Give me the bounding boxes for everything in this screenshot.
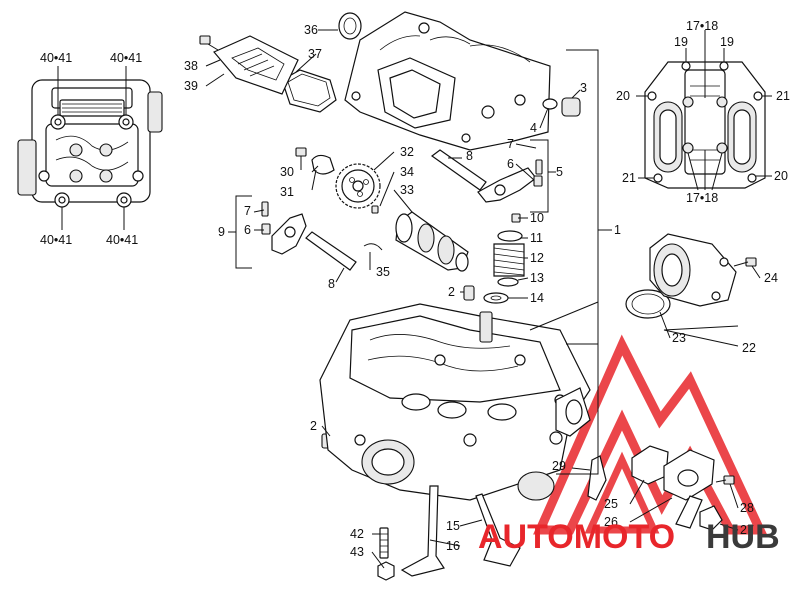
- rocker-shaft-8a: [430, 149, 487, 191]
- screw-7a: [535, 159, 543, 175]
- callout-12: 12: [530, 251, 544, 265]
- callout-40-41: 40•41: [106, 233, 138, 247]
- callout-38: 38: [184, 59, 198, 73]
- callout-10: 10: [530, 211, 544, 225]
- valve-cover: [338, 11, 581, 151]
- callout-36: 36: [304, 23, 318, 37]
- callout-11: 11: [530, 231, 543, 245]
- callout-19: 19: [674, 35, 688, 49]
- callout-1: 1: [614, 223, 621, 237]
- lock-washer-31: [311, 154, 335, 175]
- cover-plate-assembly: [199, 35, 337, 113]
- circlip-35: [363, 243, 383, 251]
- oring-4: [542, 98, 558, 110]
- callout-43: 43: [350, 545, 364, 559]
- bolt-38: [199, 35, 219, 51]
- bolt-30: [295, 147, 307, 170]
- valve-15: [475, 493, 521, 567]
- callout-39: 39: [184, 79, 198, 93]
- callout-5: 5: [556, 165, 563, 179]
- callout-29: 29: [552, 459, 566, 473]
- nut-43: [377, 561, 395, 581]
- callout-23: 23: [672, 331, 686, 345]
- callout-8: 8: [466, 149, 473, 163]
- callout-40-41: 40•41: [40, 233, 72, 247]
- callout-34: 34: [400, 165, 414, 179]
- pin-34: [371, 205, 379, 214]
- callout-27: 27: [740, 523, 754, 537]
- callout-2: 2: [448, 285, 455, 299]
- callout-24: 24: [764, 271, 778, 285]
- watermark-logo: [533, 334, 768, 535]
- valve-cover-underside-inset: [636, 30, 772, 191]
- callout-17-18: 17•18: [686, 19, 718, 33]
- callout-15: 15: [446, 519, 460, 533]
- callout-21: 21: [622, 171, 636, 185]
- callout-37: 37: [308, 47, 322, 61]
- watermark-part2: HUB: [706, 518, 780, 556]
- dowel-2a: [463, 285, 475, 301]
- callout-19: 19: [720, 35, 734, 49]
- callout-25: 25: [604, 497, 618, 511]
- callout-6: 6: [507, 157, 514, 171]
- seal-13: [497, 277, 519, 287]
- adjuster-6b: [261, 223, 271, 235]
- plug-3: [561, 97, 581, 117]
- watermark-text: AUTOMOTO HUB: [478, 518, 780, 556]
- valve-spring-stack: [483, 213, 525, 304]
- callout-13: 13: [530, 271, 544, 285]
- callout-6: 6: [244, 223, 251, 237]
- rocker-shaft-8b: [305, 231, 357, 271]
- retainer-11: [497, 230, 523, 242]
- valves: [400, 485, 521, 577]
- leader-lines: [205, 29, 761, 569]
- bolt-24: [733, 257, 757, 267]
- bolt-28: [715, 475, 735, 485]
- callout-3: 3: [580, 81, 587, 95]
- valve-16: [400, 485, 445, 577]
- watermark-part1: AUTOMOTO: [478, 518, 675, 556]
- callout-14: 14: [530, 291, 544, 305]
- callout-28: 28: [740, 501, 754, 515]
- spring-12: [493, 243, 525, 277]
- callout-31: 31: [280, 185, 294, 199]
- callout-7: 7: [244, 204, 251, 218]
- sensor-29: [587, 455, 607, 501]
- callout-32: 32: [400, 145, 414, 159]
- callout-8: 8: [328, 277, 335, 291]
- callout-16: 16: [446, 539, 460, 553]
- callout-labels: 1 2 2 3 4 5 6 6 7 7 8 8 9 10 11 12 13 14…: [40, 19, 790, 559]
- callout-2: 2: [310, 419, 317, 433]
- callout-42: 42: [350, 527, 364, 541]
- callout-26: 26: [604, 515, 618, 529]
- cylinder-head: [319, 303, 591, 501]
- callout-4: 4: [530, 121, 537, 135]
- stud-42: [379, 527, 389, 559]
- callout-17-18: 17•18: [686, 191, 718, 205]
- thermostat-housing: [587, 445, 735, 531]
- camshaft-assembly: [261, 147, 543, 272]
- callout-40-41: 40•41: [40, 51, 72, 65]
- intake-boot: [625, 233, 757, 319]
- grommet-36: [338, 12, 362, 40]
- sensor-27: [699, 505, 723, 531]
- stud-nut: [377, 527, 395, 581]
- callout-20: 20: [616, 89, 630, 103]
- callout-40-41: 40•41: [110, 51, 142, 65]
- callout-30: 30: [280, 165, 294, 179]
- head-top-view-inset: [17, 66, 163, 230]
- adjuster-6a: [533, 175, 543, 187]
- callout-22: 22: [742, 341, 756, 355]
- callout-20: 20: [774, 169, 788, 183]
- callout-7: 7: [507, 137, 514, 151]
- rocker-arm-5: [477, 167, 537, 203]
- seat-14: [483, 292, 509, 304]
- screw-7b: [261, 201, 269, 217]
- callout-21: 21: [776, 89, 790, 103]
- callout-33: 33: [400, 183, 414, 197]
- callout-35: 35: [376, 265, 390, 279]
- callout-9: 9: [218, 225, 225, 239]
